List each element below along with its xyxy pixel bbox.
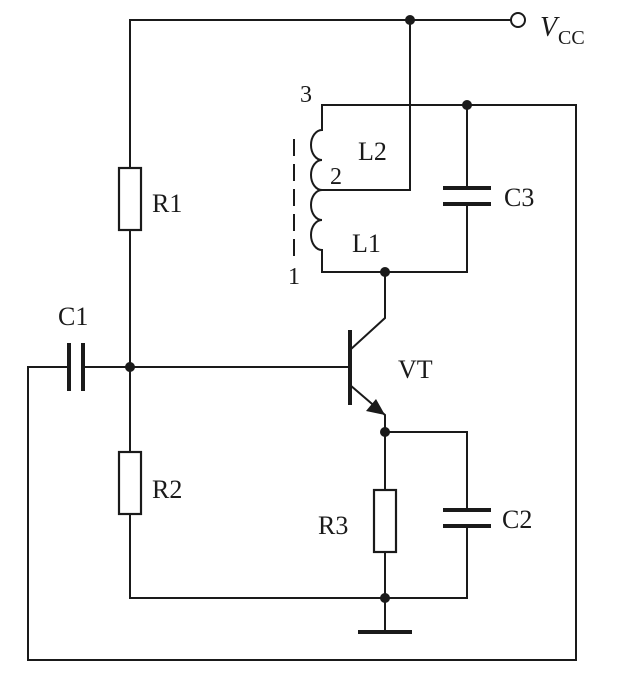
r3-label: R3 bbox=[318, 511, 348, 540]
feedback-loop-wire bbox=[27, 104, 577, 661]
coil-pin3-label: 3 bbox=[300, 82, 312, 108]
inductor-l1 bbox=[310, 188, 324, 252]
resistor-r3 bbox=[372, 488, 398, 554]
r2-label: R2 bbox=[152, 475, 182, 504]
l1-label: L1 bbox=[352, 229, 381, 258]
r1-label: R1 bbox=[152, 189, 182, 218]
resistor-r1 bbox=[117, 166, 143, 232]
c3-label: C3 bbox=[504, 183, 534, 212]
transistor-vt-collector bbox=[348, 271, 386, 352]
vcc-label: V bbox=[540, 12, 560, 43]
l2-label: L2 bbox=[358, 137, 387, 166]
inductor-l2 bbox=[310, 128, 324, 192]
vcc-subscript: CC bbox=[558, 27, 585, 49]
c2-label: C2 bbox=[502, 505, 532, 534]
coil-pin1-label: 1 bbox=[288, 264, 300, 290]
c1-label: C1 bbox=[58, 302, 88, 331]
resistor-r2 bbox=[117, 450, 143, 516]
coil-tap-wire bbox=[321, 19, 411, 191]
vt-label: VT bbox=[398, 355, 433, 384]
coil-pin2-label: 2 bbox=[330, 164, 342, 190]
vcc-terminal bbox=[510, 12, 526, 28]
emitter-arrow-icon bbox=[366, 399, 385, 415]
